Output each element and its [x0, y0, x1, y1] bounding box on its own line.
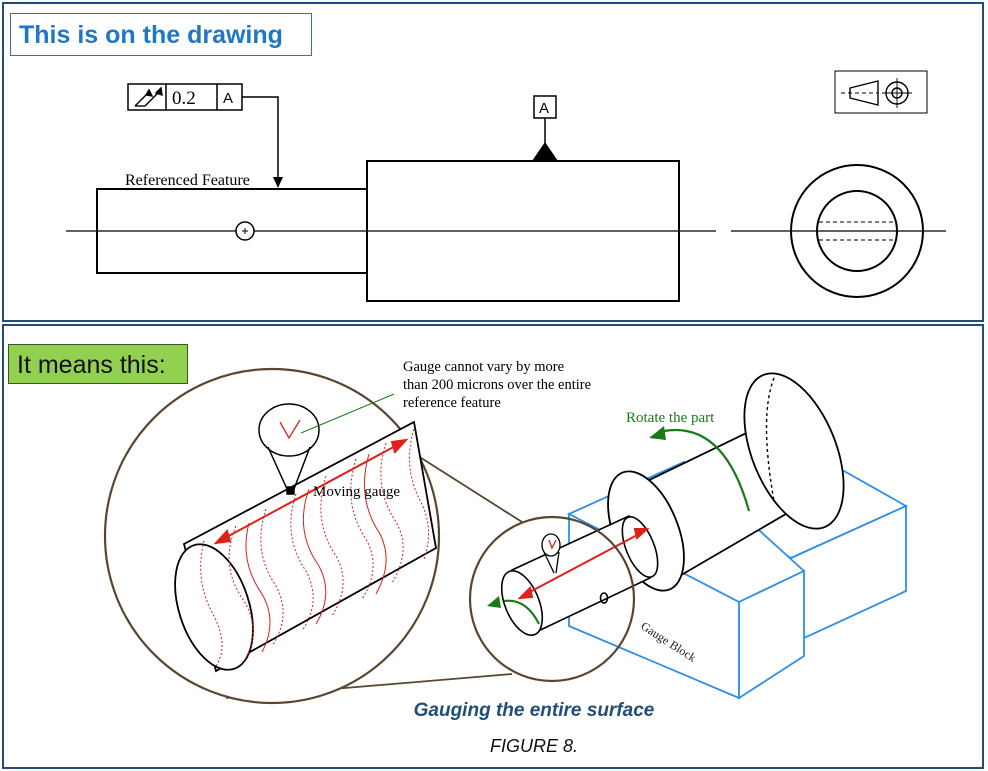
- fcf-datum-ref: A: [223, 90, 233, 107]
- rotation-arc-large: [663, 428, 751, 512]
- magnified-traverse-arrow: [213, 438, 409, 545]
- gauge-annotation-line-1: Gauge cannot vary by more: [403, 359, 564, 375]
- figure-caption: Gauging the entire surface: [413, 700, 655, 721]
- drawing-panel-title: This is on the drawing: [10, 13, 312, 56]
- datum-feature-symbol: A: [532, 95, 558, 161]
- surface-wave-lines: [200, 428, 429, 667]
- end-view: [790, 164, 924, 298]
- total-runout-icon: [134, 86, 163, 107]
- rotation-arc-small: [503, 599, 540, 625]
- gauge-annotation-leader: [300, 393, 395, 434]
- magnified-shaft: [174, 420, 437, 673]
- fcf-tolerance-value: 0.2: [172, 88, 196, 109]
- fcf-leader: [242, 96, 279, 179]
- center-symbol-icon: [235, 221, 255, 241]
- feature-control-frame: 0.2 A: [127, 83, 243, 111]
- figure-number: FIGURE 8.: [489, 736, 578, 756]
- engineering-drawing: 0.2 A Referenced Feature A: [66, 70, 946, 302]
- meaning-panel: It means this: Gauge Block: [2, 324, 984, 769]
- drawing-panel: This is on the drawing 0.2: [2, 2, 984, 322]
- rotate-the-part-label: Rotate the part: [626, 410, 715, 426]
- moving-gauge-label: Moving gauge: [313, 484, 400, 500]
- gauge-annotation-line-3: reference feature: [403, 395, 501, 411]
- datum-cylinder: [366, 160, 680, 302]
- gauge-annotation-line-2: than 200 microns over the entire: [403, 377, 591, 393]
- surface-traverse-arrow: [517, 528, 650, 600]
- magnified-gauge: [258, 403, 320, 495]
- third-angle-projection-icon: [834, 70, 928, 114]
- detail-source-circle: [468, 515, 636, 683]
- meaning-panel-title: It means this:: [8, 344, 188, 384]
- rotation-arrowhead-large: [649, 426, 666, 440]
- referenced-feature-label: Referenced Feature: [125, 172, 250, 189]
- rotation-arrowhead-small: [487, 596, 501, 608]
- small-gauge: [541, 533, 561, 574]
- datum-flag-letter: A: [539, 100, 549, 117]
- gauging-illustration: Gauge Block: [103, 359, 908, 705]
- leader-arrowhead: [273, 177, 283, 188]
